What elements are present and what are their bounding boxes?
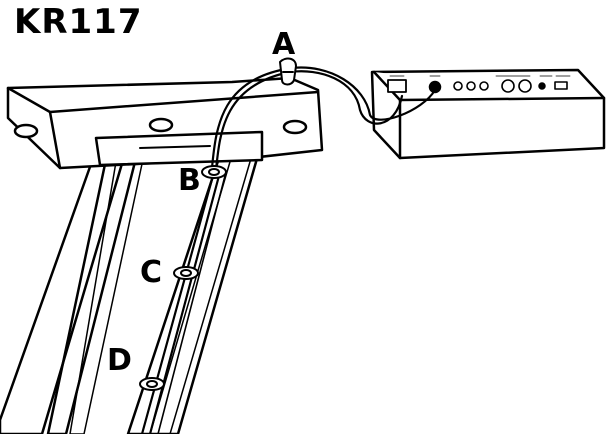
label-c: C [140,255,162,290]
xlr-jack-2 [518,79,532,93]
model-title: KR117 [14,2,143,42]
cable-bundle [140,66,437,434]
crossbar-hole-center [148,117,174,133]
clamp-a [279,57,297,86]
module-box [370,68,606,160]
clamp-d [139,377,165,391]
stand-crossbar [6,76,324,170]
crossbar-hole-left [13,123,39,139]
usb-port [554,81,568,90]
stand-leg-left [0,148,146,434]
label-d: D [107,343,132,378]
xlr-jack-1 [501,79,515,93]
label-a: A [272,27,296,62]
label-b: B [178,163,201,198]
network-port [387,79,407,93]
crossbar-hole-right [282,119,308,135]
clamp-c [173,266,199,280]
clamp-b [201,165,227,179]
